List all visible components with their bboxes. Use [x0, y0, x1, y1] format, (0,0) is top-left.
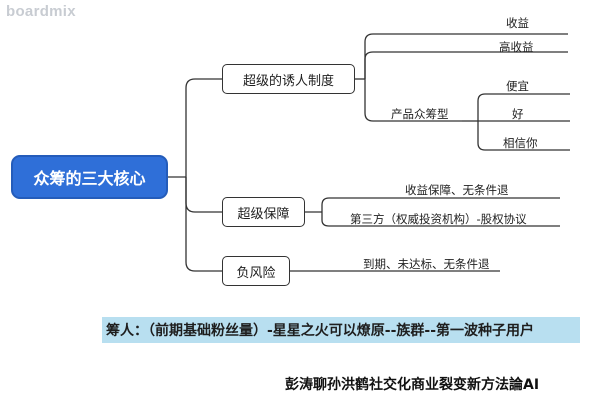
leaf-high-income[interactable]: 高收益	[499, 40, 534, 54]
leaf-refund-conditions[interactable]: 到期、未达标、无条件退	[363, 257, 490, 271]
connector-b2-c1	[321, 197, 560, 212]
branch-node-guarantee[interactable]: 超级保障	[222, 197, 305, 227]
watermark-logo: boardmix	[6, 3, 76, 20]
leaf-income-guarantee[interactable]: 收益保障、无条件退	[405, 183, 509, 197]
node-product-crowdfunding[interactable]: 产品众筹型	[391, 107, 449, 121]
connector-b1-c1	[364, 33, 568, 79]
footer-caption: 彭涛聊孙洪鹤社交化商业裂变新方法論AI	[285, 377, 540, 393]
connector-b1-c3	[364, 79, 462, 122]
leaf-income[interactable]: 收益	[506, 16, 529, 30]
root-node[interactable]: 众筹的三大核心	[11, 155, 168, 199]
leaf-third-party-agreement[interactable]: 第三方（权威投资机构）-股权协议	[350, 212, 527, 226]
connector-root-branch3	[185, 177, 222, 272]
connector-root-branch2	[185, 177, 222, 213]
connector-b2-c2	[321, 212, 560, 227]
branch-node-incentive[interactable]: 超级的诱人制度	[222, 64, 355, 94]
connector-root-branch1	[185, 78, 222, 177]
leaf-good[interactable]: 好	[512, 107, 524, 121]
branch-node-negative-risk[interactable]: 负风险	[222, 256, 290, 286]
highlight-banner: 筹人：（前期基础粉丝量）-星星之火可以燎原--族群--第一波种子用户	[102, 317, 580, 343]
connector-b1-c2	[364, 51, 568, 79]
connector-b1c3-s3	[477, 121, 570, 151]
connector-b1c3-s1	[477, 93, 570, 121]
leaf-cheap[interactable]: 便宜	[506, 79, 529, 93]
leaf-trust-you[interactable]: 相信你	[503, 136, 538, 150]
